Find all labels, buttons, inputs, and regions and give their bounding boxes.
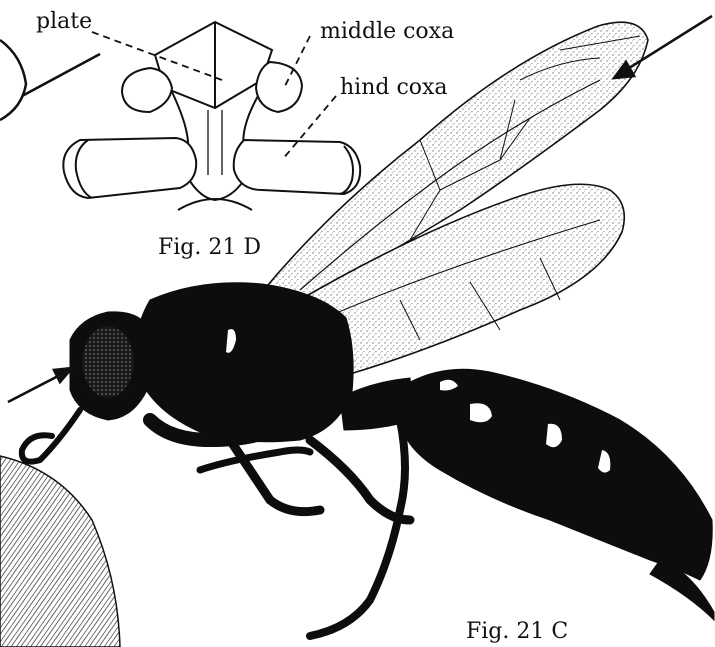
middle-coxa-left [122,68,172,112]
sternal-ridge [208,110,222,175]
caption-fig-21c: Fig. 21 C [466,619,568,644]
label-middle-coxa: middle coxa [320,19,454,44]
abdomen [400,369,712,580]
thorax [135,283,353,442]
label-plate: plate [36,9,92,34]
eye-pointer-arrowhead [54,368,72,382]
left-top-pointer [22,54,100,96]
middle-coxa-right [256,62,302,112]
caption-fig-21d: Fig. 21 D [158,235,261,260]
hairy-body-fragment [0,456,120,647]
hind-coxa-right [234,140,360,194]
eye-pointer-line [8,374,62,402]
label-hind-coxa: hind coxa [340,75,448,100]
partial-head-fragment [0,40,26,120]
compound-eye [82,326,134,398]
fig-21d-drawing [63,22,360,210]
